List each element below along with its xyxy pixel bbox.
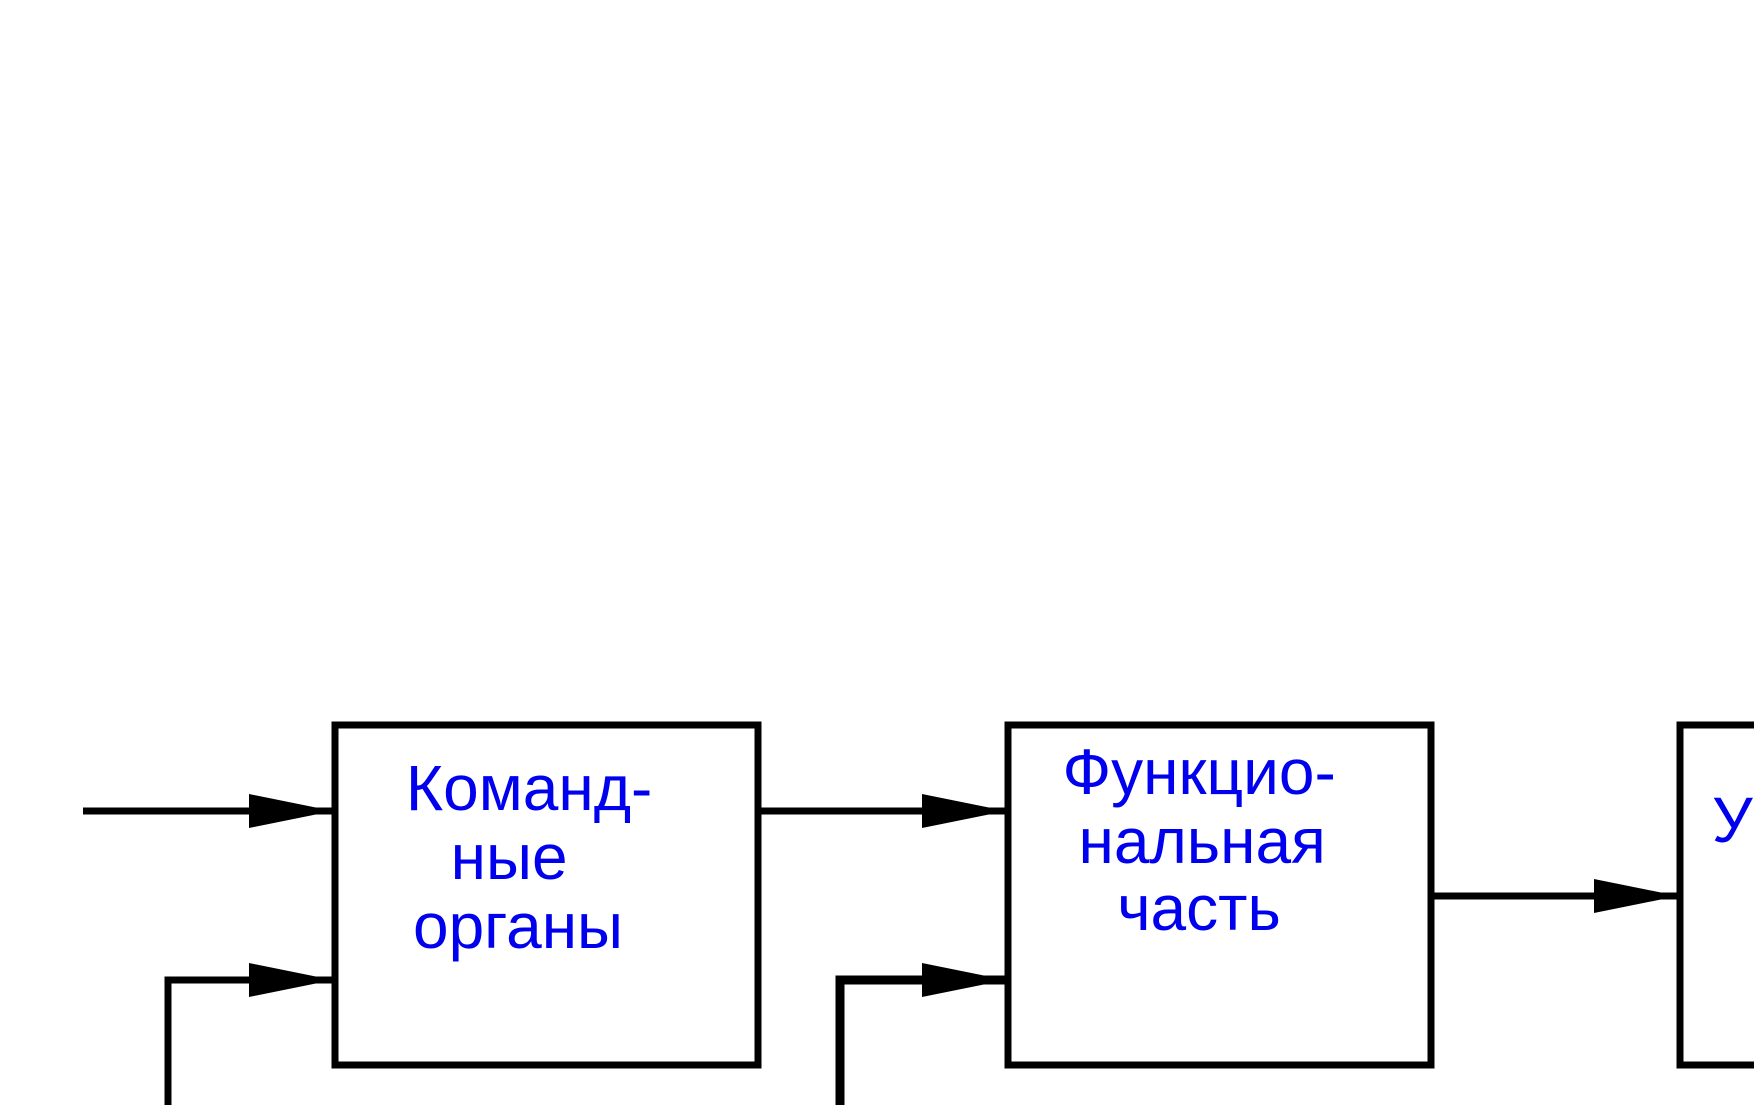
- third-block-line-1: У: [1712, 784, 1753, 856]
- command-organs-line-3: органы: [413, 890, 623, 962]
- functional-part-line-1: Функцио-: [1062, 736, 1335, 808]
- command-organs-line-2: ные: [451, 821, 568, 893]
- command-organs-block: [331, 721, 762, 1069]
- functional-part-block: [1004, 721, 1435, 1069]
- third-block-label: У: [1712, 784, 1753, 856]
- functional-part-label: Функцио- нальная часть: [1062, 736, 1353, 944]
- feedback-arrow-to-functional-part: [835, 963, 1006, 1105]
- functional-part-line-3: часть: [1117, 872, 1281, 944]
- command-organs-line-1: Команд-: [406, 752, 652, 824]
- third-block-partial: [1676, 721, 1754, 1069]
- functional-part-line-2: нальная: [1079, 805, 1326, 877]
- feedback-arrow-to-command-organs: [164, 963, 333, 1105]
- command-organs-label: Команд- ные органы: [406, 752, 670, 962]
